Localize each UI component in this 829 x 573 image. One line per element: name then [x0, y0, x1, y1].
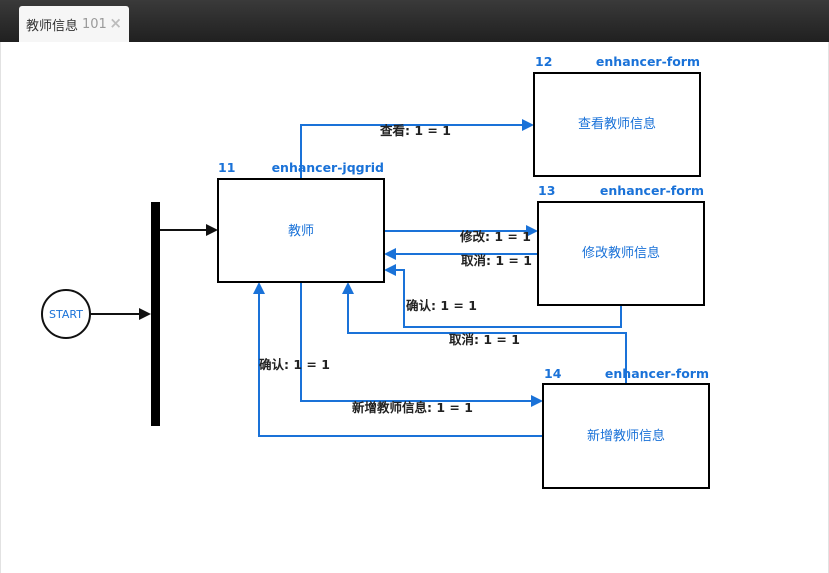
- node-component-type: enhancer-jqgrid: [272, 160, 384, 175]
- node-label: 查看教师信息: [578, 116, 656, 132]
- workflow-diagram: START 查看: 1 = 1 修改: 1 = 1 取消: 1: [41, 54, 710, 489]
- transition-label: 修改: 1 = 1: [459, 229, 531, 244]
- tab-title: 教师信息: [26, 18, 79, 34]
- arrowhead: [342, 282, 354, 294]
- node-box[interactable]: [542, 383, 710, 489]
- transition-line[interactable]: [258, 293, 543, 437]
- node-label: 新增教师信息: [587, 428, 665, 444]
- workflow-canvas: START 查看: 1 = 1 修改: 1 = 1 取消: 1: [0, 42, 829, 573]
- node-component-type: enhancer-form: [600, 183, 704, 198]
- transition-line[interactable]: [300, 124, 523, 179]
- start-node[interactable]: START: [41, 289, 91, 339]
- transition-edit-confirm[interactable]: 确认: 1 = 1: [384, 264, 622, 328]
- node-id: 12: [535, 54, 552, 69]
- node-view-teacher-info[interactable]: 12 enhancer-form 查看教师信息: [533, 54, 701, 177]
- close-icon[interactable]: ×: [109, 14, 122, 32]
- node-component-type: enhancer-form: [596, 54, 700, 69]
- transition-label: 取消: 1 = 1: [461, 253, 532, 268]
- start-to-fork-connector[interactable]: [90, 308, 151, 320]
- node-box[interactable]: [217, 178, 385, 283]
- arrowhead: [206, 224, 218, 236]
- transition-label: 查看: 1 = 1: [379, 123, 451, 138]
- transition-label: 取消: 1 = 1: [449, 332, 520, 347]
- transition-label: 确认: 1 = 1: [259, 357, 330, 372]
- arrowhead: [384, 264, 396, 276]
- arrowhead: [384, 248, 396, 260]
- transition-view-teacher-info[interactable]: 查看: 1 = 1: [300, 119, 534, 179]
- transition-edit-cancel[interactable]: 取消: 1 = 1: [384, 248, 538, 268]
- node-box[interactable]: [537, 201, 705, 306]
- transition-label: 新增教师信息: 1 = 1: [352, 400, 473, 415]
- node-component-type: enhancer-form: [605, 366, 709, 381]
- tab-teacher-info[interactable]: 教师信息 101 ×: [19, 6, 129, 42]
- transition-label: 确认: 1 = 1: [406, 298, 477, 313]
- transition-add-teacher-info[interactable]: 新增教师信息: 1 = 1: [300, 282, 543, 415]
- transition-line[interactable]: [300, 282, 532, 402]
- transition-add-confirm[interactable]: 确认: 1 = 1: [253, 282, 543, 437]
- transition-add-cancel[interactable]: 取消: 1 = 1: [342, 282, 627, 384]
- node-edit-teacher-info[interactable]: 13 enhancer-form 修改教师信息: [537, 183, 705, 306]
- fork-to-teacher-connector[interactable]: [160, 224, 218, 236]
- fork-bar[interactable]: [151, 202, 160, 426]
- arrowhead: [522, 119, 534, 131]
- node-add-teacher-info[interactable]: 14 enhancer-form 新增教师信息: [542, 366, 710, 489]
- tab-number: 101: [82, 16, 107, 32]
- node-label: 修改教师信息: [582, 245, 660, 261]
- transition-line[interactable]: [395, 269, 622, 328]
- transition-line[interactable]: [347, 293, 627, 384]
- arrowhead: [139, 308, 151, 320]
- node-id: 11: [218, 160, 235, 175]
- node-label: 教师: [288, 223, 314, 239]
- node-id: 14: [544, 366, 562, 381]
- node-box[interactable]: [533, 72, 701, 177]
- node-teacher-grid[interactable]: 11 enhancer-jqgrid 教师: [217, 160, 385, 283]
- tab-bar: 教师信息 101 ×: [0, 0, 829, 42]
- start-label: START: [49, 308, 83, 321]
- transition-edit-teacher-info[interactable]: 修改: 1 = 1: [384, 225, 538, 244]
- arrowhead: [526, 225, 538, 237]
- node-id: 13: [538, 183, 555, 198]
- arrowhead: [253, 282, 265, 294]
- arrowhead: [531, 395, 543, 407]
